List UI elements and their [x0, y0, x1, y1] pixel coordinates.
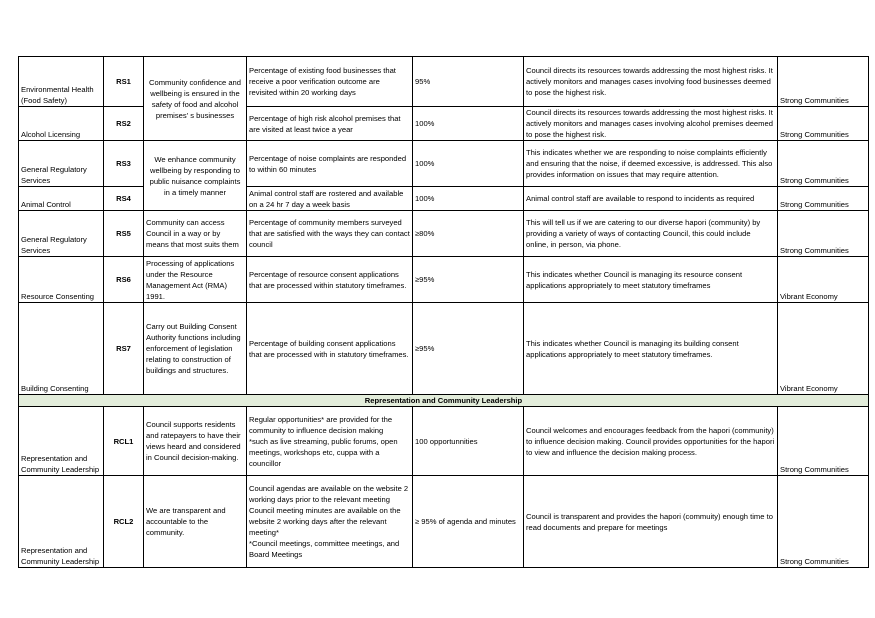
- table-row: General Regulatory Services RS5 Communit…: [18, 210, 869, 257]
- activity-area: Representation and Community Leadership: [18, 406, 104, 476]
- activity-area: General Regulatory Services: [18, 210, 104, 257]
- measure-code: RCL1: [103, 406, 144, 476]
- community-goal: Strong Communities: [777, 210, 869, 257]
- target: ≥80%: [412, 210, 524, 257]
- table-row: Animal Control RS4 Animal control staff …: [18, 186, 869, 211]
- performance-measure: Council agendas are available on the web…: [246, 475, 413, 568]
- measure-rationale: Council directs its resources towards ad…: [523, 56, 778, 107]
- community-goal: Strong Communities: [777, 406, 869, 476]
- community-outcome: Carry out Building Consent Authority fun…: [143, 302, 247, 395]
- measure-code: RS2: [103, 106, 144, 141]
- community-outcome: Council supports residents and ratepayer…: [143, 406, 247, 476]
- table-row: General Regulatory Services RS3 We enhan…: [18, 140, 869, 211]
- community-goal: Strong Communities: [777, 56, 869, 107]
- measure-code: RS5: [103, 210, 144, 257]
- activity-area: Building Consenting: [18, 302, 104, 395]
- measure-code: RS7: [103, 302, 144, 395]
- measure-rationale: Animal control staff are available to re…: [523, 186, 778, 211]
- target: ≥95%: [412, 256, 524, 303]
- table-row: Representation and Community Leadership …: [18, 475, 869, 568]
- target: 95%: [412, 56, 524, 107]
- measure-code: RS3: [103, 140, 144, 187]
- community-outcome: We enhance community wellbeing by respon…: [143, 140, 247, 211]
- target: 100%: [412, 186, 524, 211]
- community-outcome: Community confidence and wellbeing is en…: [143, 56, 247, 141]
- community-outcome: Community can access Council in a way or…: [143, 210, 247, 257]
- performance-measure: Percentage of community members surveyed…: [246, 210, 413, 257]
- community-goal: Strong Communities: [777, 140, 869, 187]
- activity-area: General Regulatory Services: [18, 140, 104, 187]
- performance-measure: Percentage of resource consent applicati…: [246, 256, 413, 303]
- measure-rationale: Council directs its resources towards ad…: [523, 106, 778, 141]
- performance-measure: Regular opportunities* are provided for …: [246, 406, 413, 476]
- performance-measure: Percentage of building consent applicati…: [246, 302, 413, 395]
- section-heading-row: Representation and Community Leadership: [18, 394, 869, 407]
- activity-area: Environmental Health (Food Safety): [18, 56, 104, 107]
- community-goal: Strong Communities: [777, 106, 869, 141]
- activity-area: Resource Consenting: [18, 256, 104, 303]
- activity-area: Representation and Community Leadership: [18, 475, 104, 568]
- table-row: Alcohol Licensing RS2 Percentage of high…: [18, 106, 869, 141]
- target: ≥95%: [412, 302, 524, 395]
- measure-rationale: Council is transparent and provides the …: [523, 475, 778, 568]
- measure-rationale: This indicates whether Council is managi…: [523, 256, 778, 303]
- measure-code: RS6: [103, 256, 144, 303]
- table-row: Resource Consenting RS6 Processing of ap…: [18, 256, 869, 303]
- measure-code: RS4: [103, 186, 144, 211]
- measure-rationale: This indicates whether Council is managi…: [523, 302, 778, 395]
- measure-rationale: This will tell us if we are catering to …: [523, 210, 778, 257]
- activity-area: Animal Control: [18, 186, 104, 211]
- table-row: Environmental Health (Food Safety) RS1 C…: [18, 56, 869, 141]
- measure-rationale: Council welcomes and encourages feedback…: [523, 406, 778, 476]
- community-goal: Vibrant Economy: [777, 256, 869, 303]
- performance-measure: Percentage of noise complaints are respo…: [246, 140, 413, 187]
- performance-measure: Percentage of existing food businesses t…: [246, 56, 413, 107]
- community-goal: Strong Communities: [777, 475, 869, 568]
- target: 100 opportunnities: [412, 406, 524, 476]
- performance-measure: Percentage of high risk alcohol premises…: [246, 106, 413, 141]
- activity-area: Alcohol Licensing: [18, 106, 104, 141]
- community-goal: Vibrant Economy: [777, 302, 869, 395]
- target: 100%: [412, 106, 524, 141]
- measure-code: RS1: [103, 56, 144, 107]
- measure-code: RCL2: [103, 475, 144, 568]
- target: 100%: [412, 140, 524, 187]
- table-row: Building Consenting RS7 Carry out Buildi…: [18, 302, 869, 395]
- measure-rationale: This indicates whether we are responding…: [523, 140, 778, 187]
- section-heading: Representation and Community Leadership: [18, 394, 869, 407]
- table-row: Representation and Community Leadership …: [18, 406, 869, 476]
- community-outcome: Processing of applications under the Res…: [143, 256, 247, 303]
- community-outcome: We are transparent and accountable to th…: [143, 475, 247, 568]
- target: ≥ 95% of agenda and minutes: [412, 475, 524, 568]
- performance-measures-table: Environmental Health (Food Safety) RS1 C…: [18, 56, 869, 568]
- community-goal: Strong Communities: [777, 186, 869, 211]
- performance-measure: Animal control staff are rostered and av…: [246, 186, 413, 211]
